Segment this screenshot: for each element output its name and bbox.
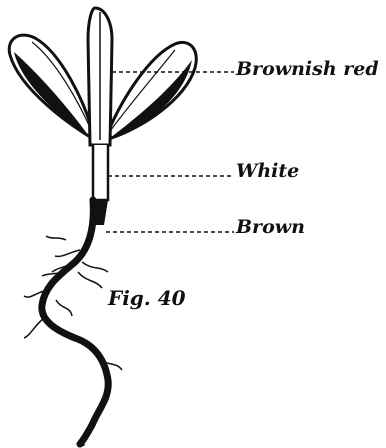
left-cotyledon <box>9 35 95 140</box>
root <box>24 200 122 446</box>
right-cotyledon <box>105 42 196 140</box>
hypocotyl-white <box>93 145 108 200</box>
figure-caption: Fig. 40 <box>108 288 186 308</box>
label-white: White <box>236 162 299 181</box>
plumule-leaf <box>88 8 112 145</box>
label-brown: Brown <box>236 218 305 237</box>
label-brownish-red: Brownish red <box>236 60 379 79</box>
